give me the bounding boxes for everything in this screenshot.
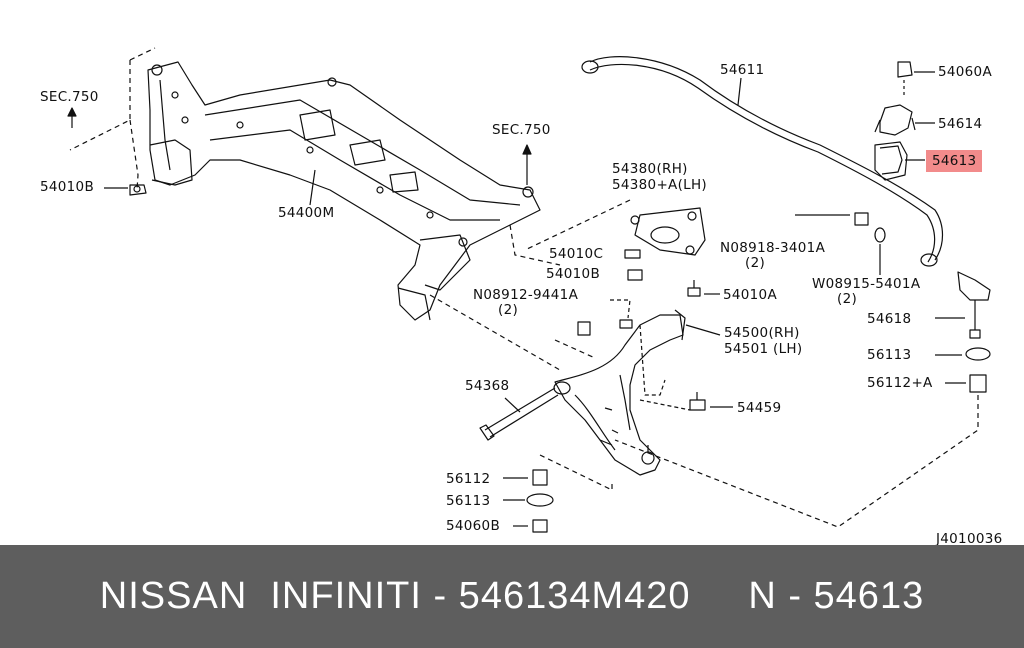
label-54500-rh: 54500(RH)	[724, 325, 800, 341]
bushing-56113-bottom	[503, 493, 554, 507]
part-number-text: NISSAN INFINITI - 546134M420 N - 54613	[99, 575, 925, 617]
label-54380-rh: 54380(RH)	[612, 161, 688, 177]
label-54459: 54459	[737, 400, 782, 416]
nut-54010c	[624, 249, 641, 259]
bolt-54459	[689, 392, 733, 411]
nut-54010b-mid	[627, 269, 643, 281]
sec750-left-leader	[67, 47, 156, 191]
label-54010b-left: 54010B	[40, 179, 95, 195]
label-08918: N08918-3401A	[720, 240, 826, 256]
label-sec750-right: SEC.750	[492, 122, 551, 138]
label-54613-highlighted: 54613	[926, 150, 983, 172]
label-54611: 54611	[720, 62, 765, 78]
bushing-56112	[503, 469, 548, 486]
label-56112: 56112	[446, 471, 491, 487]
label-54010c: 54010C	[549, 246, 604, 262]
bushing-56112a-right	[614, 374, 987, 528]
diagram-reference-code: J4010036	[936, 531, 1003, 547]
label-54060b: 54060B	[446, 518, 501, 534]
label-54368: 54368	[465, 378, 510, 394]
label-08915: W08915-5401A	[812, 276, 921, 292]
label-08915-qty: (2)	[837, 291, 858, 307]
control-arm-54500	[553, 309, 686, 476]
part-number-banner: NISSAN INFINITI - 546134M420 N - 54613	[0, 545, 1024, 648]
bolt-54010b-left	[104, 184, 147, 196]
label-54010a: 54010A	[723, 287, 777, 303]
nut-08918	[795, 212, 869, 226]
subframe-drawing	[147, 61, 541, 321]
label-54400m: 54400M	[278, 205, 335, 221]
label-54614: 54614	[938, 116, 983, 132]
bushing-54613	[874, 141, 925, 181]
parts-diagram: SEC.750 SEC.750 54010B 54400M 54611 5438…	[40, 47, 1003, 547]
label-54060a: 54060A	[938, 64, 992, 80]
bolt-54368	[479, 387, 559, 441]
bracket-54380	[509, 199, 706, 266]
label-54618: 54618	[867, 311, 912, 327]
diagram-drawing	[67, 47, 991, 533]
nut-08912	[577, 319, 633, 336]
label-08912-qty: (2)	[498, 302, 519, 318]
label-54501-lh: 54501 (LH)	[724, 341, 803, 357]
label-56112a: 56112+A	[867, 375, 933, 391]
label-54010b-mid: 54010B	[546, 266, 601, 282]
bracket-54614	[874, 104, 935, 136]
link-54618	[935, 271, 991, 339]
label-54380-lh: 54380+A(LH)	[612, 177, 707, 193]
stabilizer-bar	[581, 56, 944, 267]
label-08918-qty: (2)	[745, 255, 766, 271]
sec750-right-arrow	[522, 144, 532, 185]
label-sec750-left: SEC.750	[40, 89, 99, 105]
bolt-54060a	[897, 61, 935, 98]
bolt-54010a	[687, 280, 720, 297]
label-08912: N08912-9441A	[473, 287, 579, 303]
bushing-56113-right	[935, 347, 991, 361]
label-56113-right: 56113	[867, 347, 912, 363]
washer-08915	[874, 227, 886, 275]
label-56113-bottom: 56113	[446, 493, 491, 509]
nut-54060b	[513, 519, 548, 533]
